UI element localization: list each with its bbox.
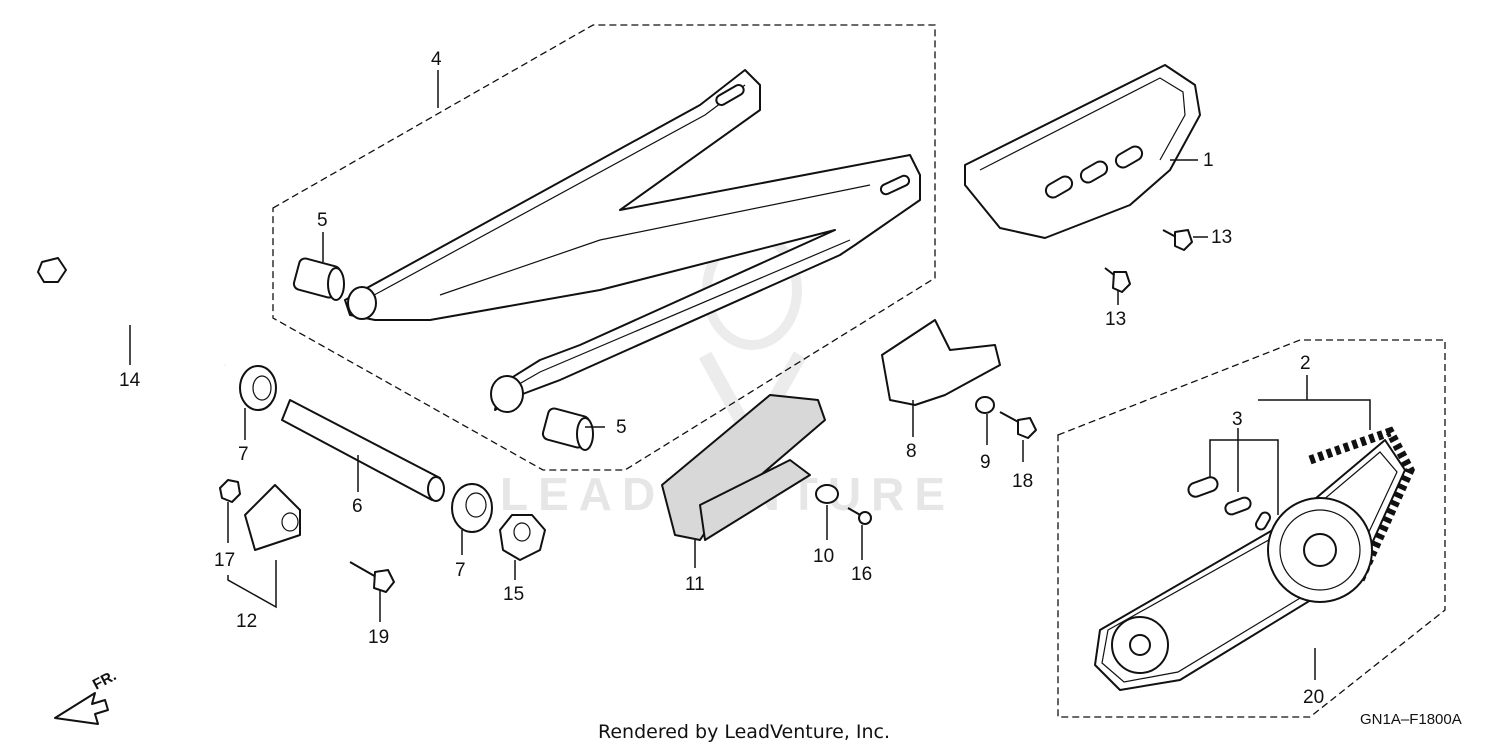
label-15: 15	[503, 584, 524, 605]
chain-guard	[964, 64, 1201, 239]
washer-10	[815, 484, 839, 504]
chain-guide	[881, 319, 1001, 406]
rendered-by-credit: Rendered by LeadVenture, Inc.	[598, 721, 890, 743]
label-2: 2	[1300, 353, 1311, 374]
label-13-lower: 13	[1105, 309, 1126, 330]
small-nut	[219, 479, 241, 503]
bolt-13-upper	[1162, 229, 1193, 251]
label-12: 12	[236, 611, 257, 632]
washer-9	[975, 396, 995, 414]
drive-sprocket	[1111, 616, 1169, 674]
dust-seal-lower	[451, 483, 493, 533]
screw-16	[847, 507, 872, 525]
label-11: 11	[685, 574, 705, 595]
label-13-upper: 13	[1211, 227, 1232, 248]
pivot-nut	[499, 514, 546, 561]
pivot-bolt	[37, 257, 226, 367]
label-14: 14	[119, 370, 141, 391]
bolt-18	[999, 411, 1037, 439]
label-4: 4	[431, 49, 442, 70]
label-19: 19	[368, 627, 389, 648]
label-9: 9	[980, 452, 991, 473]
label-1: 1	[1203, 150, 1214, 171]
chain-group-box	[1057, 339, 1446, 718]
swingarm-group-box	[272, 24, 936, 471]
bushing-lower	[541, 407, 594, 451]
bolt-13-lower	[1104, 267, 1131, 293]
label-8: 8	[906, 441, 917, 462]
bushing-upper	[292, 257, 345, 301]
driven-sprocket	[1267, 497, 1373, 603]
leader-lines	[129, 70, 1371, 680]
label-20: 20	[1303, 687, 1324, 708]
label-5-upper: 5	[317, 210, 328, 231]
chain-slider	[661, 394, 826, 541]
label-7-upper: 7	[238, 444, 249, 465]
label-7-lower: 7	[455, 560, 466, 581]
diagram-code: GN1A–F1800A	[1360, 711, 1462, 728]
bolt-19	[349, 561, 395, 593]
label-3: 3	[1232, 409, 1243, 430]
label-6: 6	[352, 496, 363, 517]
pivot-collar	[281, 399, 445, 502]
label-16: 16	[851, 564, 872, 585]
label-10: 10	[813, 546, 834, 567]
label-18: 18	[1012, 471, 1033, 492]
adjuster-plate	[244, 484, 301, 551]
label-5-lower: 5	[616, 417, 627, 438]
front-direction-arrow: FR.	[54, 667, 119, 725]
master-link	[1187, 476, 1271, 531]
dust-seal-upper	[239, 365, 277, 411]
swingarm	[344, 69, 921, 413]
front-arrow-label: FR.	[90, 667, 119, 693]
part-labels: 1 2 3 4 5 5 6 7 7 8 9 10 11 12 13 13 14 …	[119, 49, 1324, 708]
label-17: 17	[214, 550, 235, 571]
